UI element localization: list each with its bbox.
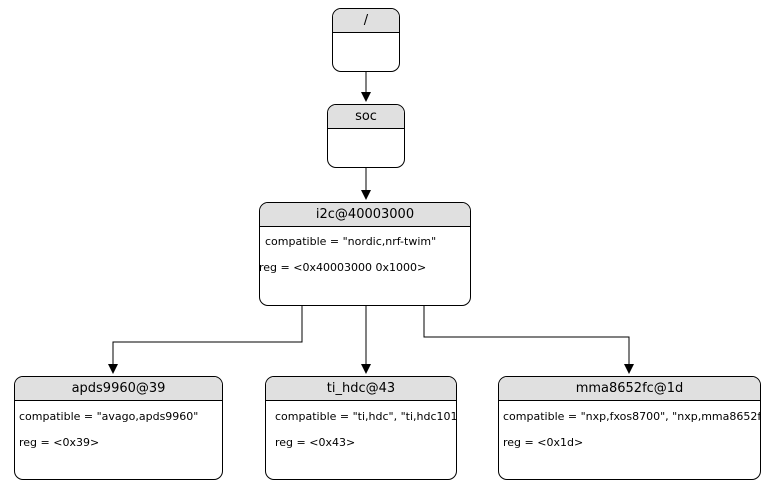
node-soc-title: soc <box>328 105 404 129</box>
edge-i2c-apds <box>108 306 303 374</box>
node-i2c-compatible: compatible = "nordic,nrf-twim" <box>265 235 437 248</box>
node-soc: soc <box>327 104 405 168</box>
node-apds-title: apds9960@39 <box>15 377 222 401</box>
node-i2c-title: i2c@40003000 <box>260 203 470 227</box>
edge-i2c-mma <box>423 306 634 374</box>
node-i2c-reg: reg = <0x40003000 0x1000> <box>259 261 427 274</box>
node-root: / <box>332 8 400 72</box>
node-mma-compatible: compatible = "nxp,fxos8700", "nxp,mma865… <box>503 410 761 423</box>
node-apds-compatible: compatible = "avago,apds9960" <box>19 410 199 423</box>
node-hdc-title: ti_hdc@43 <box>266 377 456 401</box>
node-hdc-reg: reg = <0x43> <box>275 436 356 449</box>
node-hdc-compatible: compatible = "ti,hdc", "ti,hdc1010" <box>275 410 457 423</box>
node-mma-reg: reg = <0x1d> <box>503 436 584 449</box>
node-apds: apds9960@39 compatible = "avago,apds9960… <box>14 376 223 480</box>
node-mma-title: mma8652fc@1d <box>499 377 760 401</box>
node-root-title: / <box>333 9 399 33</box>
node-hdc: ti_hdc@43 compatible = "ti,hdc", "ti,hdc… <box>265 376 457 480</box>
node-apds-reg: reg = <0x39> <box>19 436 100 449</box>
node-mma: mma8652fc@1d compatible = "nxp,fxos8700"… <box>498 376 761 480</box>
node-i2c: i2c@40003000 compatible = "nordic,nrf-tw… <box>259 202 471 306</box>
